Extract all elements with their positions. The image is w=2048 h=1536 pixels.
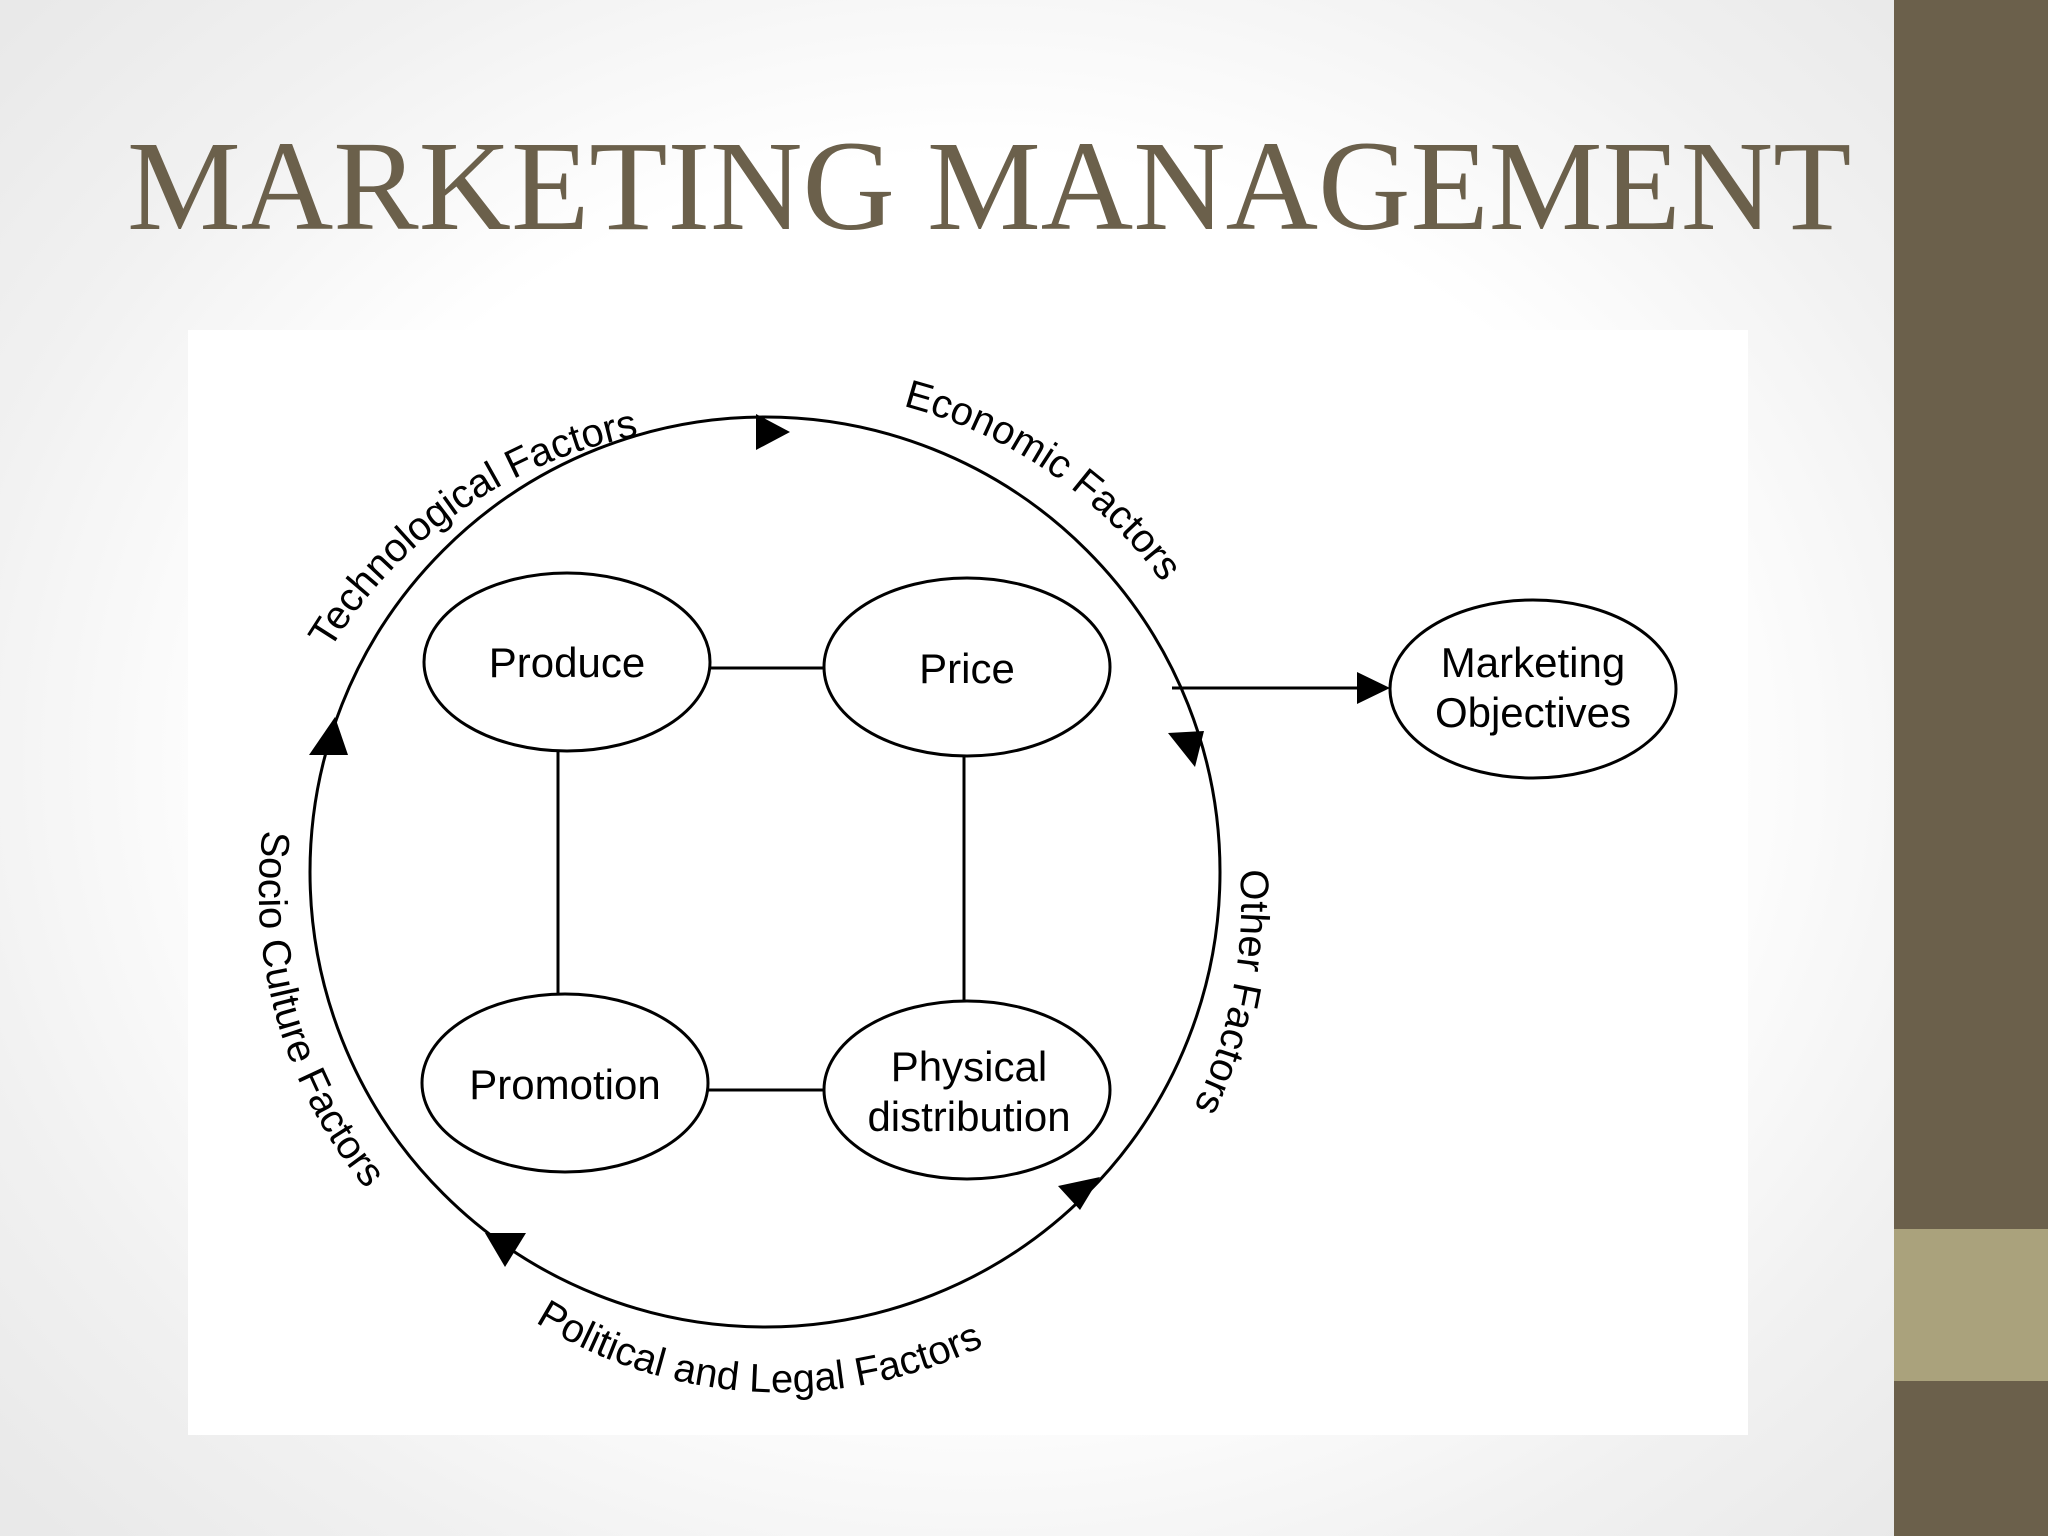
physical-label-line1: Physical bbox=[891, 1043, 1047, 1090]
other-factors-label: Other Factors bbox=[1186, 869, 1277, 1123]
arrowhead-bottom-right bbox=[1058, 1177, 1100, 1210]
price-node bbox=[822, 576, 1112, 758]
produce-label: Produce bbox=[489, 639, 645, 686]
arrowhead-bottom-left bbox=[485, 1233, 526, 1267]
objectives-label-line2: Objectives bbox=[1435, 689, 1631, 736]
economic-factors-label: Economic Factors bbox=[901, 372, 1191, 588]
price-label: Price bbox=[919, 645, 1015, 692]
side-accent-block bbox=[1894, 1229, 2048, 1381]
objectives-label-line1: Marketing bbox=[1441, 639, 1625, 686]
slide-title: MARKETING MANAGEMENT bbox=[127, 115, 1852, 257]
physical-label-line2: distribution bbox=[867, 1093, 1070, 1140]
marketing-objectives-node bbox=[1388, 598, 1678, 780]
physical-distribution-node bbox=[822, 999, 1112, 1181]
political-legal-factors-label: Political and Legal Factors bbox=[530, 1292, 988, 1401]
diagram-panel bbox=[188, 330, 1748, 1435]
arrowhead-right bbox=[1168, 731, 1204, 767]
objectives-arrowhead bbox=[1357, 672, 1390, 704]
arrowhead-top bbox=[756, 414, 790, 450]
promotion-node bbox=[420, 992, 710, 1174]
produce-node bbox=[422, 571, 712, 753]
promotion-label: Promotion bbox=[469, 1061, 660, 1108]
socio-culture-factors-label: Socio Culture Factors bbox=[250, 829, 394, 1195]
arrowhead-left bbox=[309, 717, 348, 755]
environment-circle bbox=[308, 415, 1222, 1329]
